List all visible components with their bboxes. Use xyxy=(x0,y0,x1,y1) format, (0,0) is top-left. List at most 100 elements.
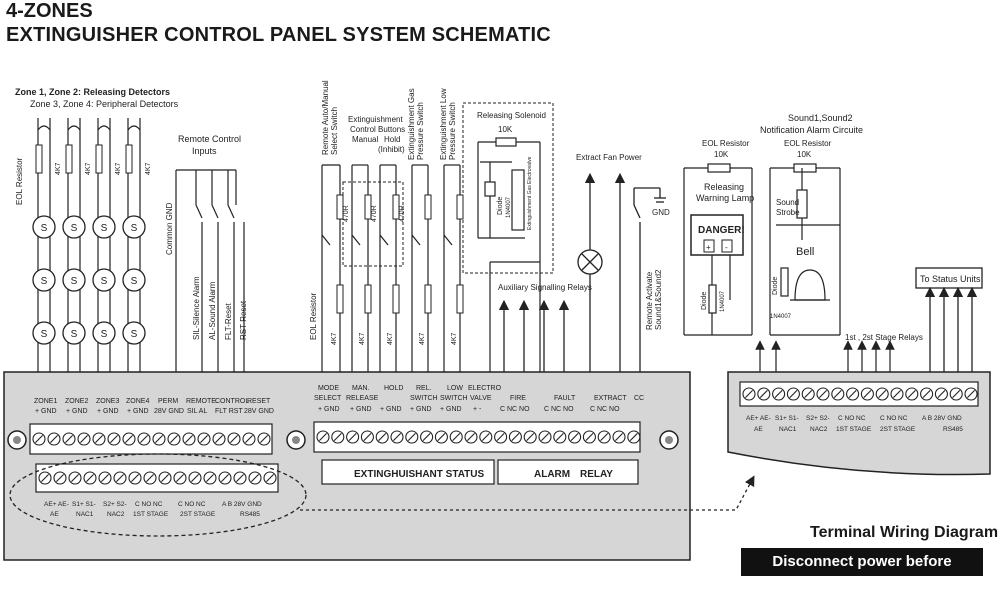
solenoid-wiring xyxy=(477,137,541,375)
top-terminal-labels: ZONE1 + GND ZONE2 + GND ZONE3 + GND ZONE… xyxy=(34,398,274,415)
pin-label: A B 28V GND xyxy=(922,415,962,422)
terminal-diagram-label: Terminal Wiring Diagram xyxy=(810,524,999,541)
group-name: REL. xyxy=(416,385,432,392)
low-pressure-1: Extinguishment Low xyxy=(439,88,448,160)
ctl-res-4k7: 4K7 xyxy=(419,332,426,345)
terminal-screw-slot xyxy=(125,435,133,443)
group-name: LOW xyxy=(447,385,463,392)
terminal-screw-slot xyxy=(863,390,872,398)
remote-wiring xyxy=(175,169,245,375)
lamp-diode-part: 1N4007 xyxy=(720,290,726,312)
pin-name: 2ST STAGE xyxy=(880,426,916,433)
aux-relay-arrows xyxy=(498,299,570,372)
terminal-screw-slot xyxy=(260,435,268,443)
mid-terminal-labels: MODE SELECT + GND MAN. RELEASE + GND HOL… xyxy=(314,385,644,413)
pin-label: S1+ S1- xyxy=(72,501,96,508)
terminal-screw-slot xyxy=(496,433,505,441)
group-pins: C NC NO xyxy=(500,406,530,413)
terminal-screw-slot xyxy=(65,435,73,443)
terminal-screw-slot xyxy=(774,390,783,398)
group-name: RESET xyxy=(247,398,271,405)
detectors-heading-2: Zone 3, Zone 4: Peripheral Detectors xyxy=(30,99,179,109)
terminal-screw-slot xyxy=(200,435,208,443)
terminal-screw-slot xyxy=(907,390,916,398)
group-name: HOLD xyxy=(384,385,403,392)
ext-buttons-1: Extinguishment xyxy=(348,115,403,124)
pin-name: NAC2 xyxy=(810,426,828,433)
terminal-screw-slot xyxy=(206,474,214,482)
terminal-screw-slot xyxy=(526,433,535,441)
solenoid-label: Releasing Solenoid xyxy=(477,111,546,120)
group-name: ZONE1 xyxy=(34,398,57,405)
solenoid-dashed-box xyxy=(462,102,554,274)
sound-diode: Diode xyxy=(772,277,779,295)
remote-activate-1: Remote Activate xyxy=(645,271,654,330)
pin-name: RS485 xyxy=(240,511,260,518)
ctl-res-4k7: 4K7 xyxy=(387,332,394,345)
pin-name: NAC2 xyxy=(107,511,125,518)
sound-eol: EOL Resistor xyxy=(784,139,832,148)
group-pins: + GND xyxy=(410,406,432,413)
pin-label: AE+ AE- xyxy=(44,501,69,508)
title-line-1: 4-ZONES xyxy=(6,0,93,22)
pin-label: C NO NC xyxy=(880,415,908,422)
sound-strobe-2: Strobe xyxy=(776,208,800,217)
detector-s: S xyxy=(101,276,108,287)
lamp-plus: + xyxy=(706,243,711,252)
pin-label: AE+ AE- xyxy=(746,415,771,422)
group-pins: + GND xyxy=(66,408,88,415)
lamp-res: 10K xyxy=(714,150,729,159)
controls-resistors xyxy=(336,194,464,314)
sound-title-2: Notification Alarm Circuite xyxy=(760,125,863,135)
terminal-screw-slot xyxy=(819,390,827,398)
ctl-res-470r: 470R xyxy=(371,205,378,222)
terminal-screw-slot xyxy=(35,435,43,443)
res-4k7-3: 4K7 xyxy=(115,162,122,175)
lamp-title-1: Releasing xyxy=(704,182,744,192)
pin-name: 1ST STAGE xyxy=(836,426,872,433)
pin-label: S2+ S2- xyxy=(806,415,830,422)
group-name: EXTRACT xyxy=(594,395,627,402)
bell-label: Bell xyxy=(796,246,814,258)
group-name: SWITCH xyxy=(440,395,468,402)
terminal-screw-slot xyxy=(333,433,342,441)
terminal-screws xyxy=(32,432,271,446)
ext-status-label: EXTINGHUISHANT STATUS xyxy=(354,469,485,480)
terminal-screw-slot xyxy=(215,435,223,443)
group-name: VALVE xyxy=(470,395,492,402)
gas-pressure-2: Pressure Switch xyxy=(416,102,425,160)
terminal-screw-slot xyxy=(555,433,564,441)
ext-status-box xyxy=(321,459,495,485)
group-pins: 28V GND xyxy=(154,408,184,415)
terminal-screw-slot xyxy=(407,433,416,441)
terminal-screw-slot xyxy=(481,433,490,441)
gnd-label: GND xyxy=(652,208,670,217)
terminal-screw-slot xyxy=(236,474,244,482)
group-pins: + GND xyxy=(35,408,57,415)
group-name: SWITCH xyxy=(410,395,438,402)
danger-lamp xyxy=(690,214,744,256)
group-pins: + GND xyxy=(127,408,149,415)
bottom-terminal-labels: AE+ AE- S1+ S1- S2+ S2- C NO NC C NO NC … xyxy=(44,501,262,518)
detector-s: S xyxy=(71,329,78,340)
detector-s: S xyxy=(101,223,108,234)
sound-res: 10K xyxy=(797,150,812,159)
group-pins: + - xyxy=(473,406,482,413)
pin-label: C NO NC xyxy=(135,501,163,508)
title-line-2: EXTINGUISHER CONTROL PANEL SYSTEM SCHEMA… xyxy=(6,24,551,46)
terminal-screw-slot xyxy=(230,435,238,443)
terminal-screw-slot xyxy=(319,433,327,441)
status-units-label: To Status Units xyxy=(920,274,981,284)
terminal-screw-slot xyxy=(146,474,154,482)
group-name: REMOTE xyxy=(186,398,216,405)
group-pins: SIL AL xyxy=(187,408,207,415)
solenoid-valve: Extinguishment Gas Electrovalve xyxy=(527,156,533,230)
remote-label-sil: SIL-Silence Alarm xyxy=(192,276,201,340)
terminal-screws xyxy=(38,471,277,485)
right-terminal-labels: AE+ AE- S1+ S1- S2+ S2- C NO NC C NO NC … xyxy=(746,415,963,433)
terminal-screw-slot xyxy=(952,390,961,398)
buttons-dashed-box xyxy=(342,181,404,267)
terminal-screw-slot xyxy=(378,433,387,441)
group-name: CC xyxy=(634,395,644,402)
sound-diode-part: 1N4007 xyxy=(770,314,792,320)
